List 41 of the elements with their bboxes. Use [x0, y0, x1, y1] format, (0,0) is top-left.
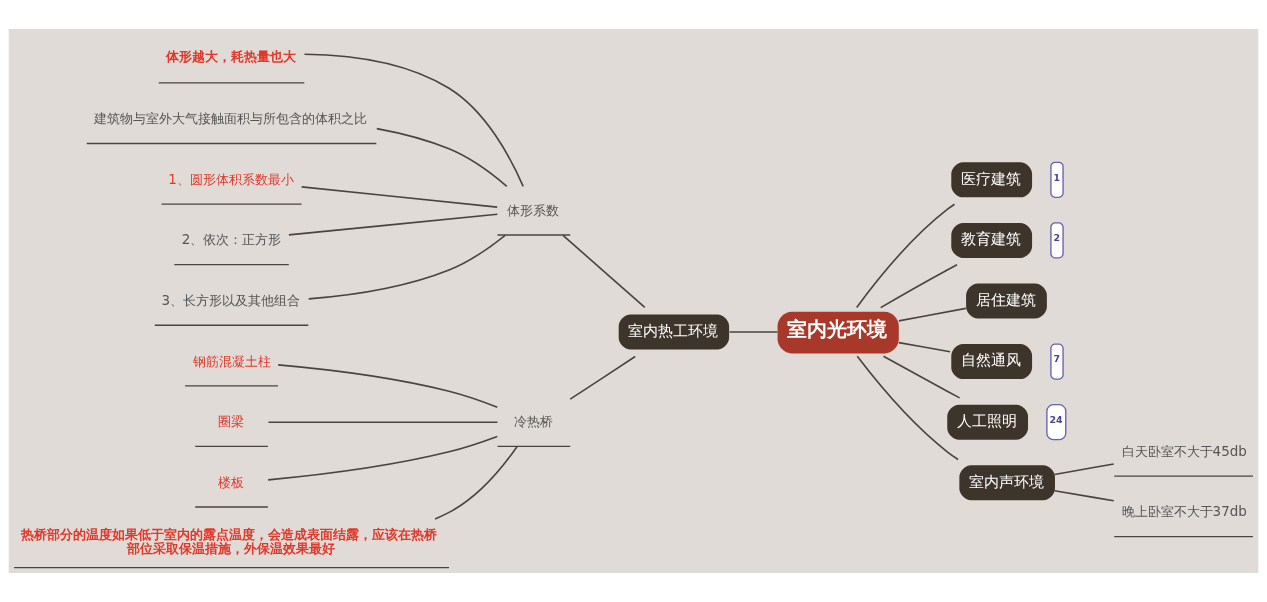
connector [562, 234, 646, 309]
node-box: 居住建筑 [966, 283, 1047, 319]
connector [879, 264, 958, 309]
connector [307, 234, 506, 300]
node-text: 楼板 [218, 474, 245, 490]
node-text: 冷热桥 [513, 414, 553, 430]
connector [882, 355, 961, 399]
connector [288, 213, 499, 236]
node-label: 7 [1053, 353, 1061, 365]
node-text: 白天卧室不大于45db [1121, 443, 1247, 459]
node-label: 24 [1049, 414, 1063, 425]
connector [1053, 463, 1115, 476]
connector [855, 203, 956, 309]
connector [856, 355, 959, 461]
node-text: 钢筋混凝土柱 [192, 353, 271, 369]
connector [728, 331, 779, 333]
connector [303, 53, 524, 188]
node-text: 3、长方形以及其他组合 [161, 293, 301, 309]
connector [569, 355, 636, 400]
connector [267, 435, 499, 481]
connector [1053, 489, 1115, 502]
node-text: 圈梁 [218, 414, 245, 430]
connector [300, 186, 498, 208]
node-label: 2 [1053, 232, 1061, 244]
node-text: 晚上卧室不大于37db [1121, 504, 1247, 520]
node-text: 2、依次：正方形 [181, 232, 282, 248]
node-box: 室内声环境 [959, 465, 1055, 501]
node-text: 建筑物与室外大气接触面积与所包含的体积之比 [94, 111, 368, 127]
connector [898, 341, 951, 353]
node-text: 体形系数 [506, 202, 559, 218]
connector [434, 445, 518, 520]
node-text: 1、圆形体积系数最小 [168, 171, 294, 187]
connector [267, 421, 499, 423]
node-label: 1 [1053, 171, 1061, 183]
node-text: 热桥部分的温度如果低于室内的露点温度，会造成表面结露，应该在热桥部位采取保温措施，外保温效果最好 [21, 527, 438, 556]
node-text: 体形越大，耗热量也大 [165, 49, 296, 65]
node-box: 室内光环境 [777, 311, 899, 354]
connector [898, 307, 967, 322]
node-box: 室内热工环境 [618, 314, 730, 350]
connector [376, 127, 508, 188]
connector [277, 364, 499, 408]
